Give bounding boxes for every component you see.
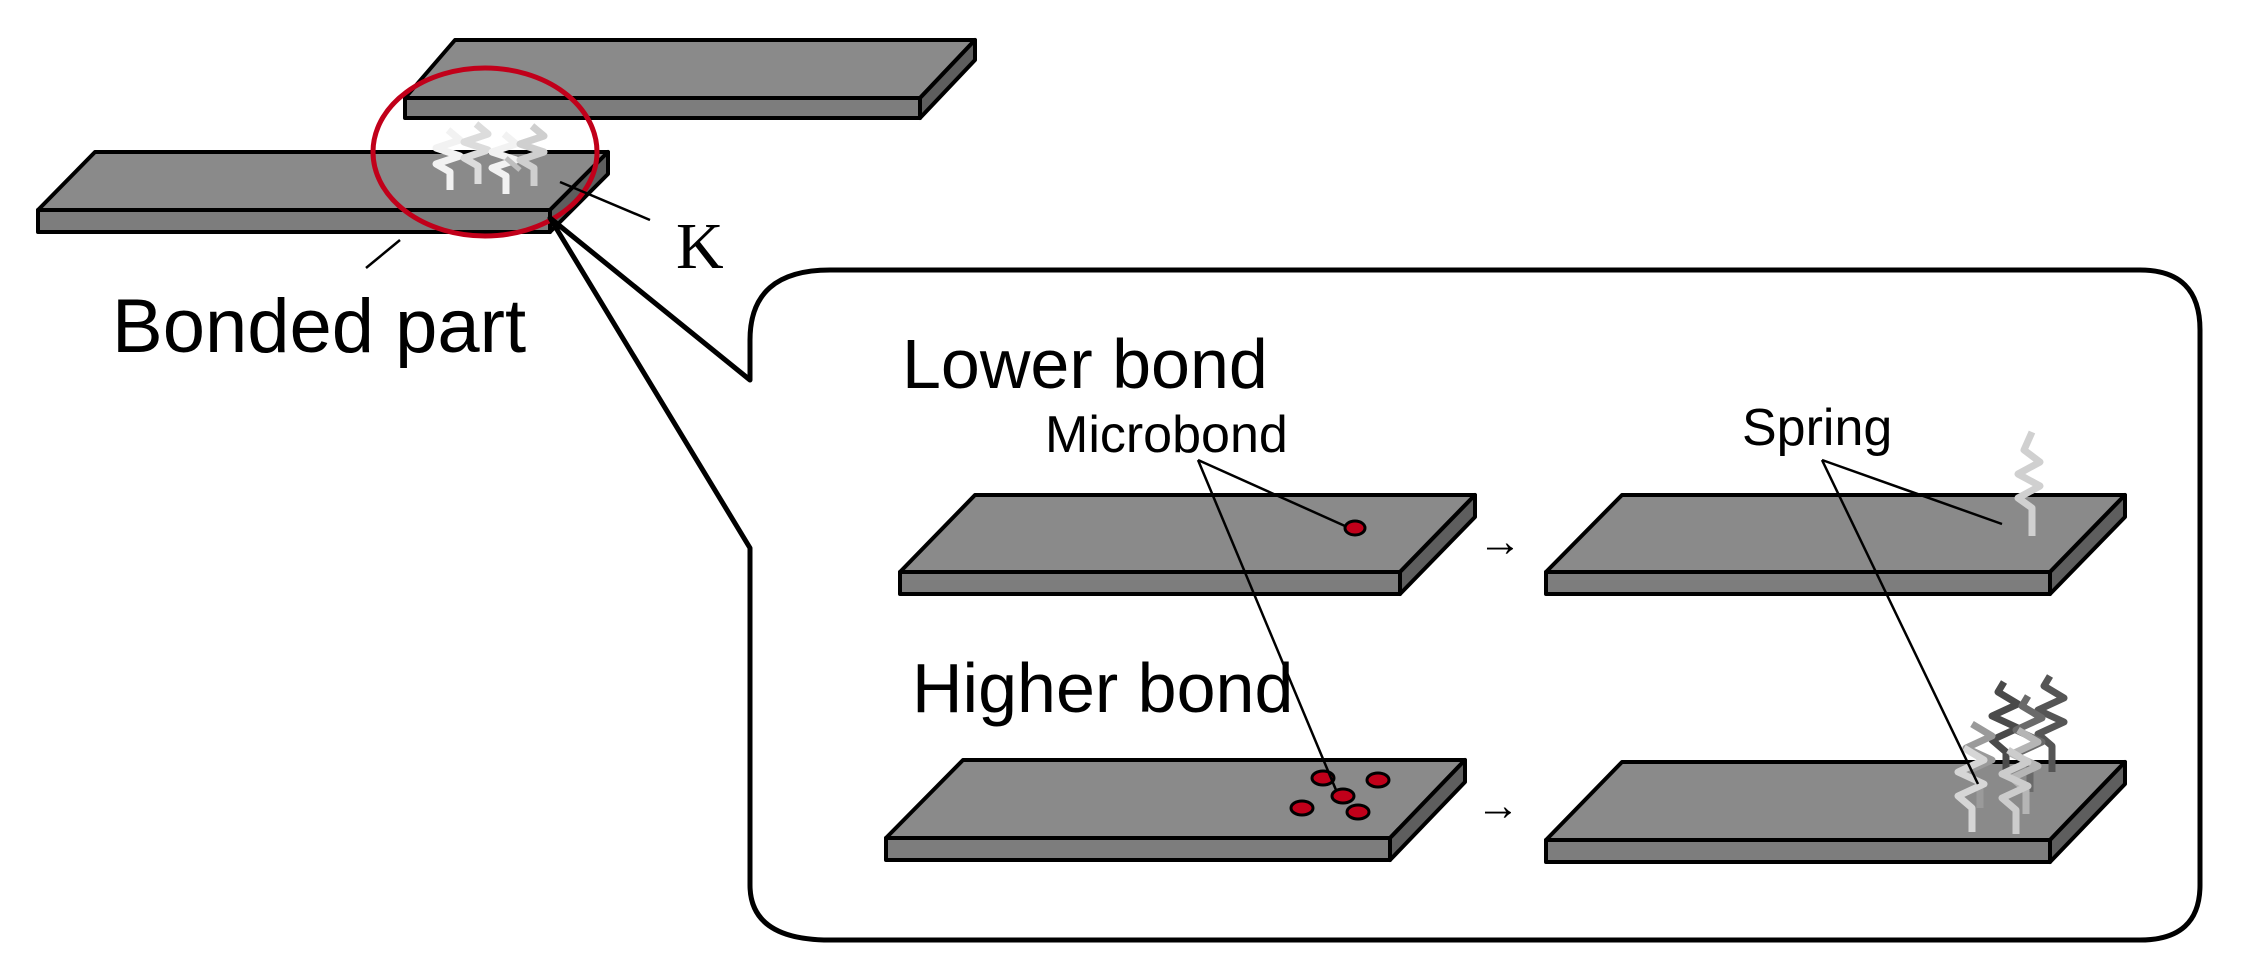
higher-bond-plate <box>884 758 1467 862</box>
spring-label: Spring <box>1742 399 1892 457</box>
microbond-dot <box>1365 771 1391 789</box>
bonded-part-label: Bonded part <box>112 284 526 369</box>
microbond-dot <box>1330 787 1356 805</box>
microbond-label: Microbond <box>1045 406 1288 464</box>
lower-bond-spring-plate <box>1544 430 2127 596</box>
spring-icon <box>1954 744 1988 832</box>
bonded-springs <box>432 121 548 194</box>
microbond-dot <box>1345 803 1371 821</box>
bonded-part-leader <box>365 239 401 269</box>
spring-icon <box>2014 430 2044 536</box>
upper-strip <box>403 38 977 120</box>
spring-cluster <box>1954 674 2068 834</box>
lower-bond-arrow: → <box>1478 517 1522 566</box>
higher-bond-spring-plate <box>1544 760 2127 864</box>
spring-icon <box>1988 680 2022 778</box>
microbond-dot <box>1343 519 1367 537</box>
spring-icon <box>1998 746 2032 834</box>
lower-strip <box>36 150 610 234</box>
lower-bond-plate <box>898 493 1477 596</box>
bonded-region-highlight <box>370 65 600 239</box>
spring-leaders <box>1820 458 2003 785</box>
lower-bond-title: Lower bond <box>902 325 1268 403</box>
spring-icon <box>2034 674 2068 772</box>
k-leader <box>559 180 651 222</box>
k-label: K <box>676 210 724 283</box>
higher-bond-title: Higher bond <box>912 649 1293 727</box>
higher-bond-arrow: → <box>1476 781 1520 830</box>
microbond-dot <box>1289 799 1315 817</box>
microbond-leaders <box>1196 458 1346 791</box>
